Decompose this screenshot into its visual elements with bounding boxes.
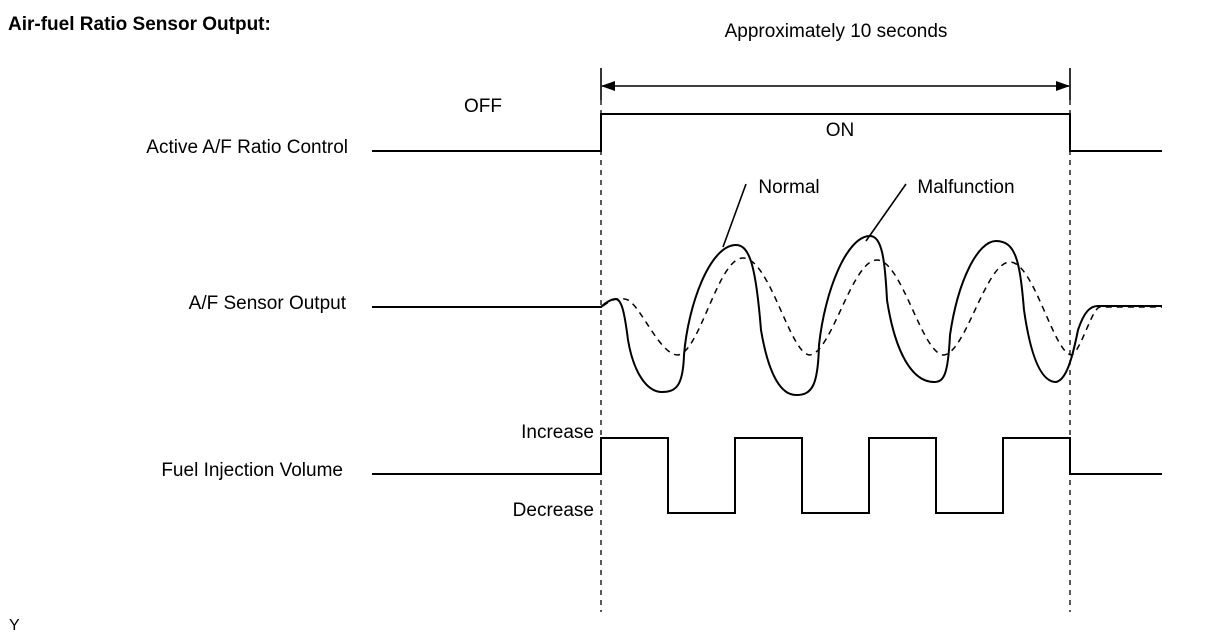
normal-leader-line: [722, 183, 747, 248]
malfunction-waveform: [372, 234, 1162, 397]
malfunction-label: Malfunction: [917, 177, 1014, 198]
diagram-title: Air-fuel Ratio Sensor Output:: [8, 14, 271, 35]
footer-mark: Y: [9, 617, 20, 634]
af-sensor-label: A/F Sensor Output: [189, 293, 347, 314]
increase-label: Increase: [521, 422, 594, 443]
off-label: OFF: [464, 96, 502, 117]
normal-label: Normal: [758, 177, 819, 198]
fuel-injection-label: Fuel Injection Volume: [161, 460, 343, 481]
duration-label: Approximately 10 seconds: [725, 21, 948, 42]
decrease-label: Decrease: [513, 500, 594, 521]
active-af-label: Active A/F Ratio Control: [146, 137, 348, 158]
on-label: ON: [826, 120, 855, 141]
fuel-injection-waveform: [372, 437, 1162, 514]
normal-waveform: [602, 257, 1162, 356]
active-af-waveform: [372, 113, 1162, 152]
malfunction-leader-line: [865, 183, 907, 242]
